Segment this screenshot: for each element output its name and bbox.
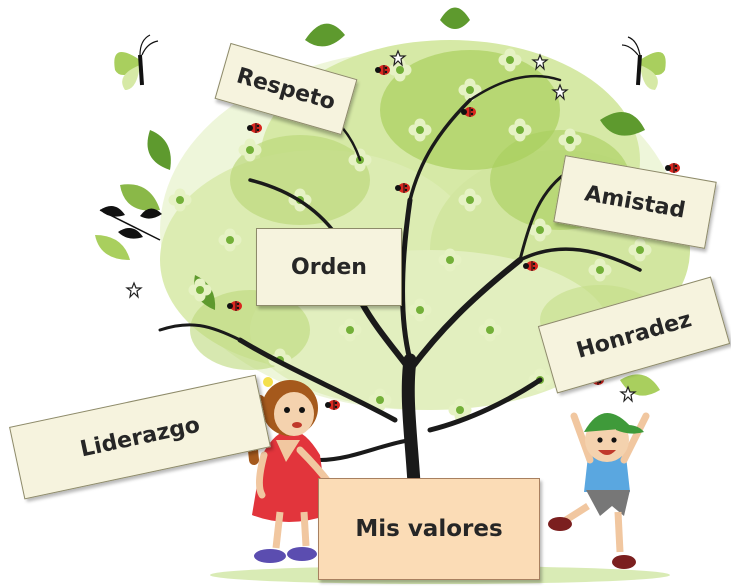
butterfly-icon [114,34,159,90]
butterfly-icon [621,36,666,90]
sign-respeto-label: Respeto [233,63,339,115]
sign-liderazgo-label: Liderazgo [77,412,203,462]
main-sign-label: Mis valores [355,516,503,542]
girl-character [247,377,334,563]
sign-orden: Orden [256,228,402,306]
boy-character [548,412,650,569]
sign-orden-label: Orden [291,254,367,280]
sign-honradez-label: Honradez [573,306,695,364]
sign-mis-valores: Mis valores [318,478,540,580]
sign-amistad-label: Amistad [582,180,688,224]
leaf-icon [99,206,162,241]
